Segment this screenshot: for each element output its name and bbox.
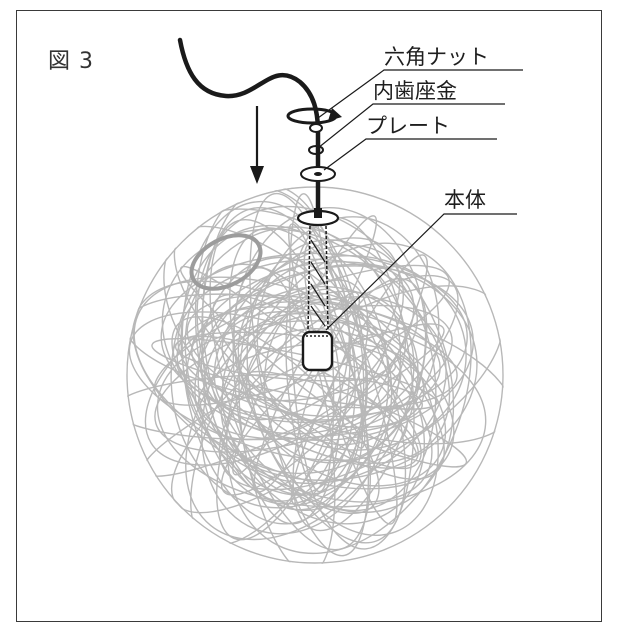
label-hex-nut: 六角ナット <box>384 45 489 69</box>
shade-wire-strand <box>245 328 447 487</box>
shade-wire-strand <box>174 331 397 382</box>
power-cord <box>177 37 321 215</box>
shade-opening-ring <box>189 233 263 291</box>
shade-wire-strand <box>144 263 415 466</box>
shade-wire-strand <box>220 296 447 485</box>
label-internal-tooth-washer: 内歯座金 <box>373 79 457 103</box>
socket-body-part <box>296 208 340 372</box>
plate-part <box>300 166 336 182</box>
shade-wire-strand <box>128 311 408 462</box>
shade-wire-strand <box>176 306 402 424</box>
hex-nut-part <box>286 107 342 133</box>
shade-wire-strand <box>151 338 438 410</box>
shade-wire-strand <box>229 227 407 544</box>
internal-tooth-washer-part <box>308 145 324 155</box>
label-plate: プレート <box>366 114 450 138</box>
figure-frame <box>16 10 602 622</box>
shade-wire-strand <box>126 374 423 441</box>
shade-wire-strand <box>184 263 364 512</box>
shade-wire-strand <box>196 205 455 514</box>
label-body: 本体 <box>444 188 486 212</box>
callout-leaders <box>317 69 523 331</box>
shade-wire-strand <box>126 293 458 409</box>
shade-outline <box>126 186 504 564</box>
shade-wire-strand <box>180 224 390 496</box>
shade-wire-strand <box>177 258 418 402</box>
shade-wire-strand <box>256 216 440 446</box>
figure-label: 図 3 <box>48 49 94 74</box>
down-arrow-icon <box>250 106 264 184</box>
shade-wire-strand <box>203 285 419 475</box>
shade-wire-strand <box>160 252 468 421</box>
wire-ball-shade <box>126 186 504 564</box>
